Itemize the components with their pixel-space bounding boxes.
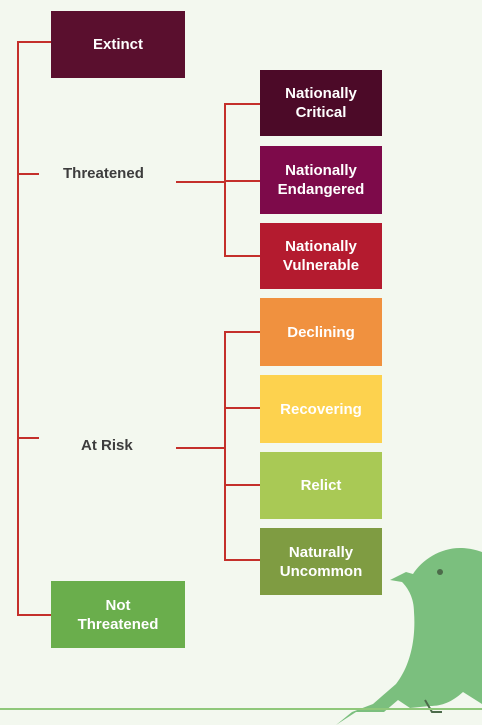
declining-box: Declining [260,298,382,366]
relict-box: Relict [260,452,382,519]
connector-threatened-left [17,173,39,175]
connector-extinct [17,41,51,43]
connector-recovering [224,407,260,409]
not-threatened-box: Not Threatened [51,581,185,648]
threatened-label: Threatened [63,165,144,182]
extinct-box: Extinct [51,11,185,78]
nationally-endangered-box: Nationally Endangered [260,146,382,214]
connector-nationally-vulnerable [224,255,260,257]
at-risk-branch-line [224,331,226,561]
connector-threatened-right [176,181,226,183]
naturally-uncommon-box: Naturally Uncommon [260,528,382,595]
connector-naturally-uncommon [224,559,260,561]
at-risk-label: At Risk [81,437,133,454]
main-trunk-line [17,41,19,616]
connector-relict [224,484,260,486]
connector-not-threatened [17,614,51,616]
nationally-vulnerable-box: Nationally Vulnerable [260,223,382,289]
recovering-box: Recovering [260,375,382,443]
nationally-critical-box: Nationally Critical [260,70,382,136]
connector-at-risk-right [176,447,226,449]
connector-declining [224,331,260,333]
ground-line [0,708,482,710]
connector-nationally-critical [224,103,260,105]
connector-at-risk-left [17,437,39,439]
connector-nationally-endangered [224,180,260,182]
